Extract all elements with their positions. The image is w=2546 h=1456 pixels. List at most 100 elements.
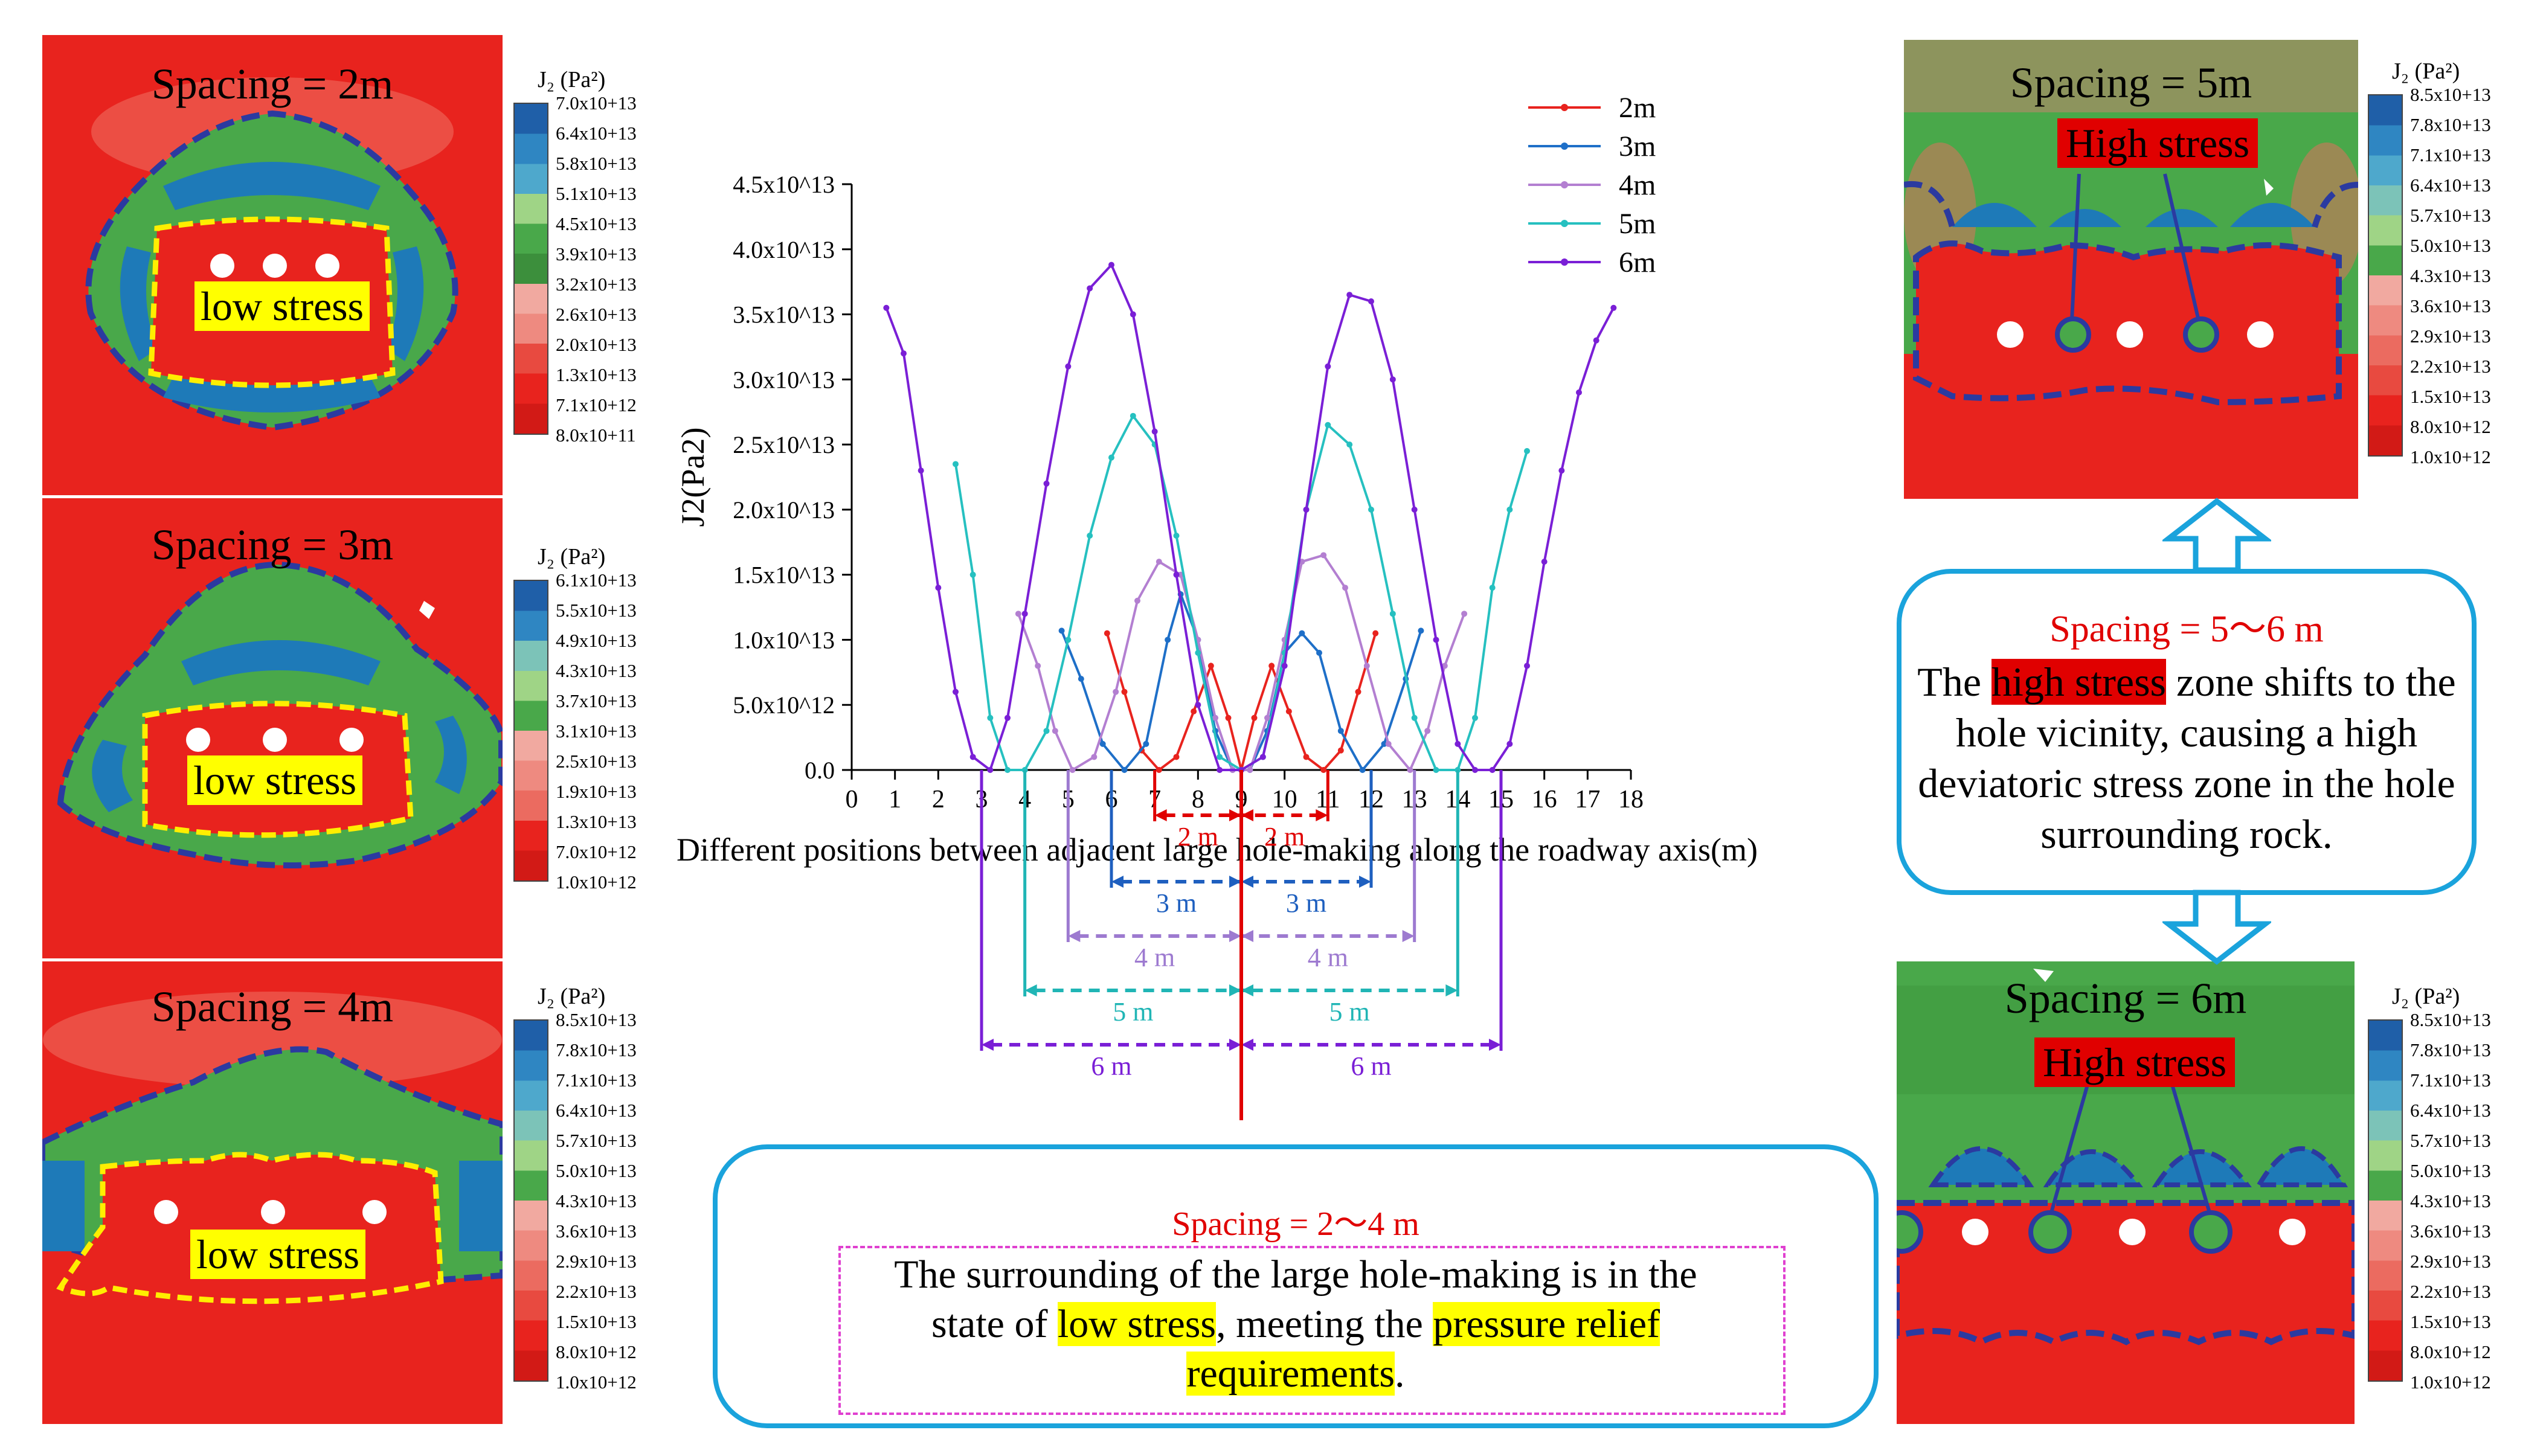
span-arrowhead-left bbox=[1068, 930, 1081, 942]
colorbar-tick-label: 4.5x10+13 bbox=[556, 213, 637, 234]
dashed-inner-frame bbox=[838, 1246, 1786, 1415]
colorbar-tick-label: 2.2x10+13 bbox=[2410, 356, 2491, 377]
colorbar-tick-label: 4.3x10+13 bbox=[2410, 265, 2491, 286]
series-point bbox=[1368, 298, 1374, 304]
series-point bbox=[1303, 754, 1310, 760]
colorbar-tick-label: 5.5x10+13 bbox=[556, 600, 637, 621]
colorbar-tick-label: 1.0x10+12 bbox=[2410, 446, 2491, 467]
colorbar-tick-label: 8.5x10+13 bbox=[2410, 84, 2491, 105]
colorbar-tick-label: 1.5x10+13 bbox=[556, 1311, 637, 1332]
colorbar-title: J₂ (Pa²) bbox=[2392, 984, 2460, 1009]
highlight-high-stress: high stress bbox=[1991, 659, 2167, 705]
colorbar-tick-label: 7.0x10+12 bbox=[556, 841, 637, 862]
series-point bbox=[1091, 754, 1098, 760]
series-point bbox=[1099, 740, 1106, 747]
series-point bbox=[1005, 767, 1011, 773]
x-tick-label: 2 bbox=[932, 786, 945, 813]
legend-label: 5m bbox=[1619, 208, 1656, 240]
series-point bbox=[1506, 506, 1513, 513]
series-point bbox=[1558, 467, 1565, 474]
series-point bbox=[1247, 767, 1253, 773]
span-label-right: 3 m bbox=[1286, 888, 1326, 918]
y-tick-label: 1.0x10^13 bbox=[733, 626, 835, 653]
legend-marker bbox=[1561, 220, 1568, 227]
low-stress-tag: low stress bbox=[194, 281, 370, 331]
contour-panel-2m: Spacing = 2m low stress bbox=[42, 35, 503, 495]
colorbar-tick-label: 7.1x10+12 bbox=[556, 394, 637, 415]
colorbar-tick-label: 2.9x10+13 bbox=[2410, 326, 2491, 347]
colorbar-tick-label: 8.5x10+13 bbox=[556, 1009, 637, 1030]
y-tick-label: 2.0x10^13 bbox=[733, 496, 835, 524]
colorbar-tick-label: 3.6x10+13 bbox=[2410, 1220, 2491, 1242]
series-point bbox=[918, 467, 924, 474]
legend-marker bbox=[1561, 143, 1568, 150]
colorbar-tick-label: 4.3x10+13 bbox=[556, 660, 637, 681]
contour-panel-6m: Spacing = 6m High stress bbox=[1897, 961, 2355, 1424]
span-arrowhead-center-l bbox=[1229, 876, 1241, 888]
colorbar-tick-label: 1.0x10+12 bbox=[2410, 1371, 2491, 1393]
highlight-pressure-relief: pressure relief bbox=[1433, 1302, 1660, 1346]
colorbar-tick-label: 5.7x10+13 bbox=[2410, 1130, 2491, 1151]
series-point bbox=[1285, 708, 1292, 714]
panel-title: Spacing = 3m bbox=[151, 521, 394, 569]
series-point bbox=[1363, 662, 1370, 669]
colorbar-swatch bbox=[2368, 94, 2403, 457]
colorbar-title: J₂ (Pa²) bbox=[538, 67, 606, 92]
series-point bbox=[953, 461, 959, 467]
series-point bbox=[1173, 754, 1180, 760]
series-point bbox=[1576, 389, 1582, 396]
box-body-line-1: The high stress zone shifts to the bbox=[1901, 658, 2472, 706]
series-point bbox=[935, 585, 942, 591]
span-label-right: 4 m bbox=[1308, 943, 1348, 972]
contour-map-5m bbox=[1904, 40, 2358, 499]
x-tick-label: 8 bbox=[1192, 786, 1204, 813]
series-point bbox=[1337, 728, 1344, 734]
series-point bbox=[1320, 552, 1327, 559]
span-arrowhead-right bbox=[1359, 876, 1371, 888]
series-point bbox=[1433, 767, 1439, 773]
span-arrowhead-center-l bbox=[1229, 809, 1241, 821]
series-point bbox=[1506, 740, 1513, 747]
x-tick-label: 16 bbox=[1532, 786, 1557, 813]
series-point bbox=[1151, 428, 1158, 435]
panel-title: Spacing = 4m bbox=[151, 983, 394, 1031]
colorbar-tick-label: 2.2x10+13 bbox=[2410, 1281, 2491, 1302]
box-body-line-3: deviatoric stress zone in the hole bbox=[1918, 760, 2455, 806]
series-point bbox=[1524, 662, 1530, 669]
colorbar-tick-label: 8.0x10+11 bbox=[556, 425, 636, 446]
series-point bbox=[1043, 728, 1050, 734]
y-tick-label: 1.5x10^13 bbox=[733, 562, 835, 589]
series-point bbox=[953, 688, 959, 695]
low-stress-tag: low stress bbox=[187, 755, 363, 805]
colorbar-tick-label: 7.8x10+13 bbox=[556, 1039, 637, 1060]
span-arrowhead-left bbox=[982, 1039, 994, 1051]
series-point bbox=[1065, 637, 1072, 643]
span-label-left: 3 m bbox=[1156, 888, 1197, 918]
series-point bbox=[1472, 767, 1478, 773]
series-point bbox=[1121, 688, 1128, 695]
highlight-requirements: requirements bbox=[1186, 1352, 1395, 1396]
series-point bbox=[1217, 754, 1223, 760]
series-point bbox=[1316, 650, 1322, 656]
series-point bbox=[969, 754, 976, 760]
series-point bbox=[1259, 754, 1266, 760]
span-arrowhead-right bbox=[1445, 984, 1458, 996]
series-point bbox=[1130, 311, 1136, 318]
span-arrowhead-center-r bbox=[1241, 876, 1253, 888]
series-point bbox=[1325, 363, 1331, 370]
box-heading: Spacing = 2～4 m bbox=[1172, 1205, 1419, 1243]
series-point bbox=[1359, 767, 1366, 773]
series-point bbox=[901, 350, 907, 357]
colorbar-tick-label: 1.9x10+13 bbox=[556, 781, 637, 802]
y-tick-label: 4.5x10^13 bbox=[733, 171, 835, 198]
span-arrowhead-left bbox=[1111, 876, 1124, 888]
colorbar-tick-label: 1.0x10+12 bbox=[556, 1371, 637, 1393]
series-line-3m bbox=[1060, 590, 1422, 772]
colorbar-tick-label: 5.0x10+13 bbox=[2410, 1160, 2491, 1181]
colorbar-tick-label: 8.0x10+12 bbox=[556, 1341, 637, 1362]
legend-marker bbox=[1561, 104, 1568, 111]
series-point bbox=[1541, 559, 1548, 565]
contour-map-4m bbox=[42, 961, 503, 1424]
text: . bbox=[1395, 1352, 1405, 1396]
series-point bbox=[1325, 422, 1331, 428]
